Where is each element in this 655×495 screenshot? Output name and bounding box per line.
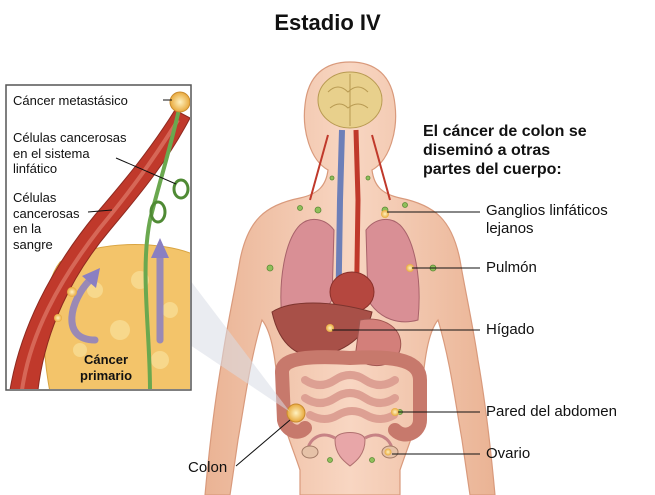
primary-tumor	[287, 404, 305, 422]
heading-line: El cáncer de colon se	[423, 122, 648, 141]
label-lymphatic-cancer-cells: Células cancerosas en el sistema linfáti…	[13, 130, 126, 177]
label-colon: Colon	[188, 459, 227, 477]
ovary-metastasis	[385, 449, 392, 456]
left-ovary	[302, 446, 318, 458]
label-abdominal-wall: Pared del abdomen	[486, 403, 617, 421]
liver-metastasis	[326, 324, 334, 332]
label-ovary: Ovario	[486, 445, 530, 463]
label-primary-cancer: Cáncer primario	[80, 352, 132, 383]
heading-line: diseminó a otras	[423, 141, 648, 160]
label-lung: Pulmón	[486, 259, 537, 277]
label-liver: Hígado	[486, 321, 534, 339]
label-distant-lymph-nodes: Ganglios linfáticos lejanos	[486, 202, 608, 238]
brain	[318, 72, 382, 128]
lymph-node-metastasis	[381, 210, 389, 218]
label-metastatic-cancer: Cáncer metastásico	[13, 93, 128, 109]
spread-heading: El cáncer de colon se diseminó a otras p…	[423, 122, 648, 179]
abdomen-metastasis	[391, 408, 399, 416]
label-blood-cancer-cells: Células cancerosas en la sangre	[13, 190, 79, 252]
heading-line: partes del cuerpo:	[423, 160, 648, 179]
